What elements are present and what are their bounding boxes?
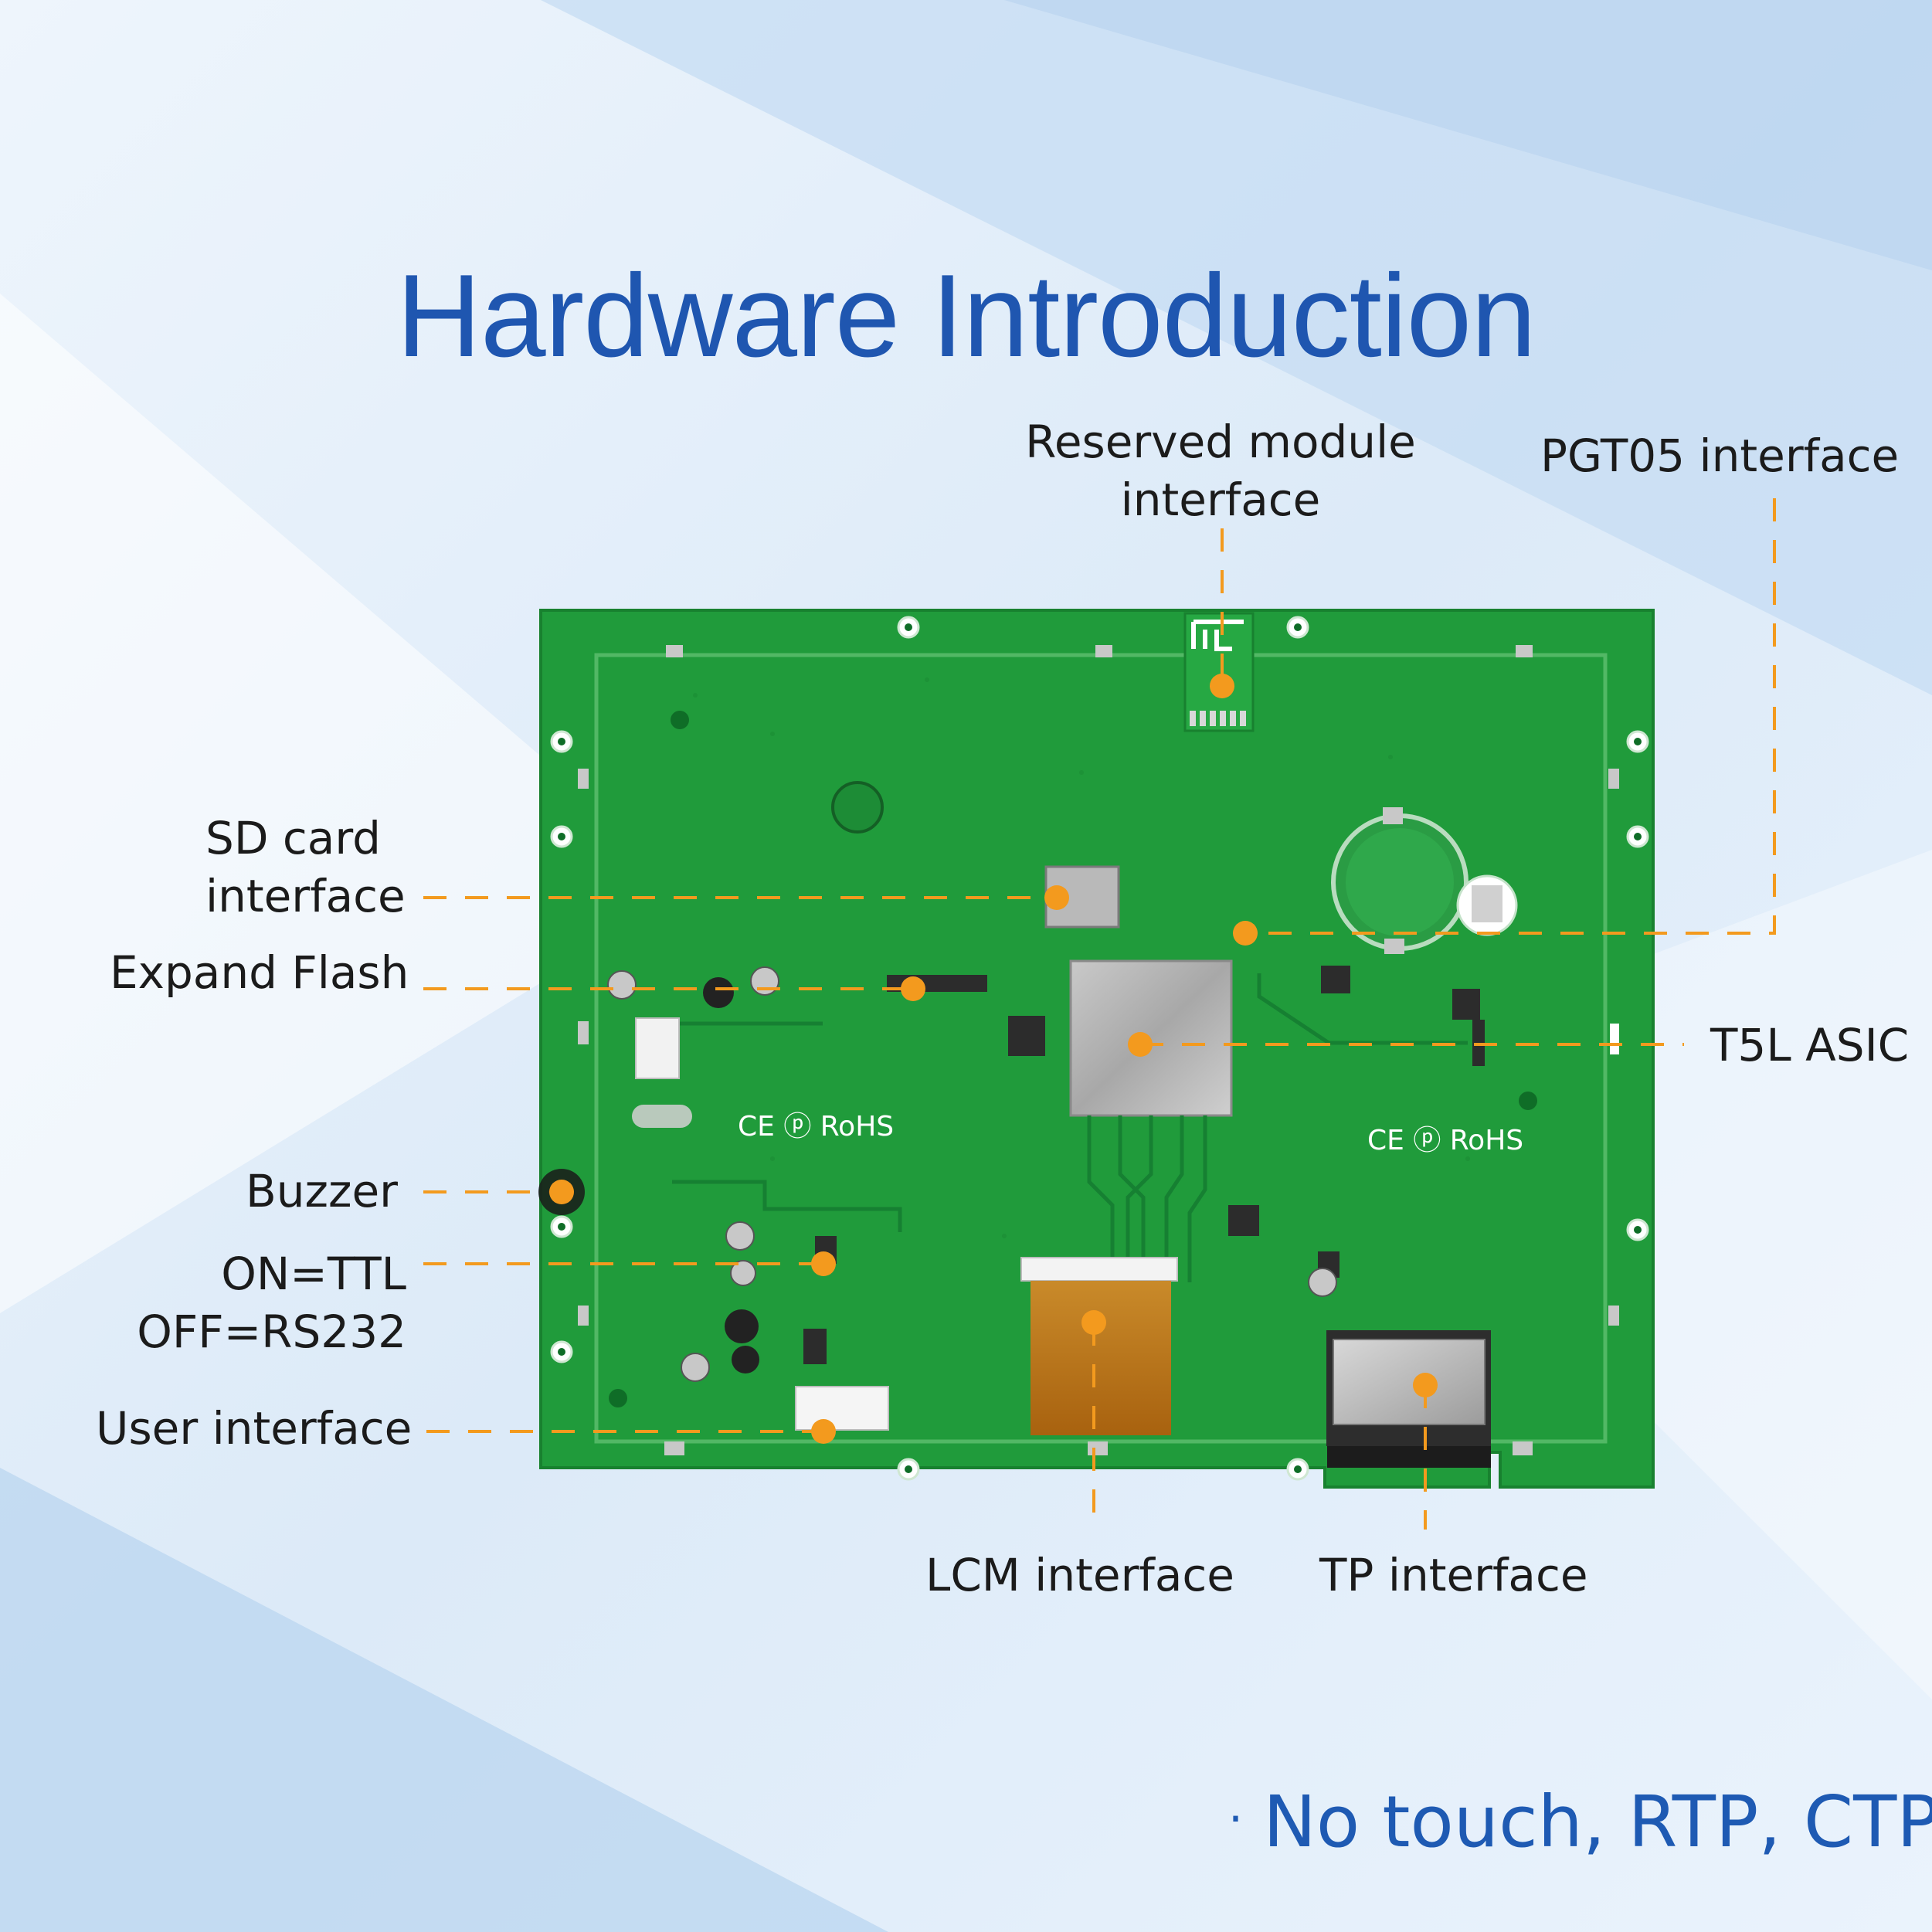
page-title: Hardware Introduction [396,250,1536,382]
label-sd-card-line2: interface [205,870,406,922]
marker-pgt05 [1233,921,1258,946]
marker-sd-card [1044,885,1069,910]
label-lcm-interface: LCM interface [925,1549,1234,1601]
label-off-rs232: OFF=RS232 [137,1306,406,1358]
label-expand-flash: Expand Flash [110,946,409,999]
label-reserved-module-line2: interface [1120,474,1321,526]
svg-text:CE ⓟ RoHS: CE ⓟ RoHS [1367,1125,1523,1156]
label-buzzer: Buzzer [246,1165,398,1217]
footer-text: No touch, RTP, CTP [1263,1781,1932,1863]
marker-t5l-asic [1128,1032,1153,1057]
label-ttl-rs232: ON=TTL OFF=RS232 [93,1245,406,1361]
marker-ttl-rs232 [811,1251,836,1276]
footer-note: · No touch, RTP, CTP [1228,1781,1932,1863]
footer-bullet: · [1228,1791,1244,1846]
marker-expand-flash [901,976,925,1001]
svg-text:CE ⓟ RoHS: CE ⓟ RoHS [738,1111,894,1143]
label-on-ttl: ON=TTL [221,1248,406,1300]
label-user-interface: User interface [96,1402,413,1455]
pcb-board: CE ⓟ RoHS CE ⓟ RoHS [539,609,1655,1489]
marker-reserved-module [1210,674,1234,698]
label-tp-interface: TP interface [1319,1549,1588,1601]
label-pgt05: PGT05 interface [1540,430,1900,482]
label-sd-card: SD card interface [205,810,406,925]
marker-user-interface [811,1419,836,1444]
leader-lines [423,498,1776,1530]
label-sd-card-line1: SD card [205,812,381,864]
marker-lcm [1081,1310,1106,1335]
marker-tp [1413,1373,1438,1397]
label-t5l-asic: T5L ASIC [1710,1019,1910,1071]
label-reserved-module-line1: Reserved module [1025,416,1416,468]
component-markers [549,674,1438,1444]
label-reserved-module: Reserved module interface [1004,413,1437,529]
buzzer-marker [549,1180,574,1204]
